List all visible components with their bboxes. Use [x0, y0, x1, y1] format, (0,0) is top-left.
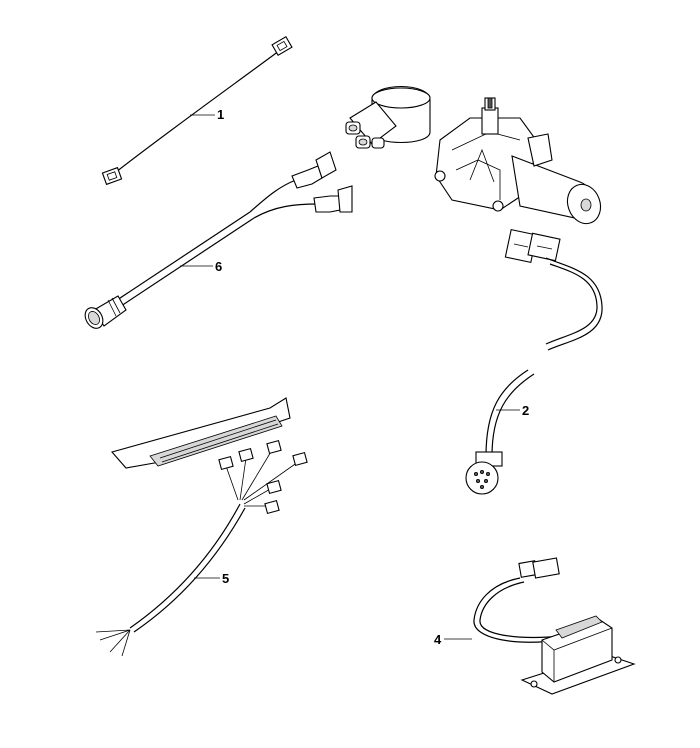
part-5-brake-light	[95, 397, 308, 657]
ignition-coil	[345, 85, 431, 149]
callout-1: 1	[217, 107, 224, 122]
wiper-motor	[434, 97, 602, 225]
callout-6: 6	[215, 259, 222, 274]
part-1-cable	[101, 36, 293, 186]
callout-4: 4	[434, 632, 442, 647]
part-6-harness	[84, 151, 353, 329]
callout-5: 5	[222, 571, 229, 586]
part-4-lamp	[444, 557, 636, 695]
part-2-cable	[465, 228, 603, 495]
callout-2: 2	[522, 403, 529, 418]
